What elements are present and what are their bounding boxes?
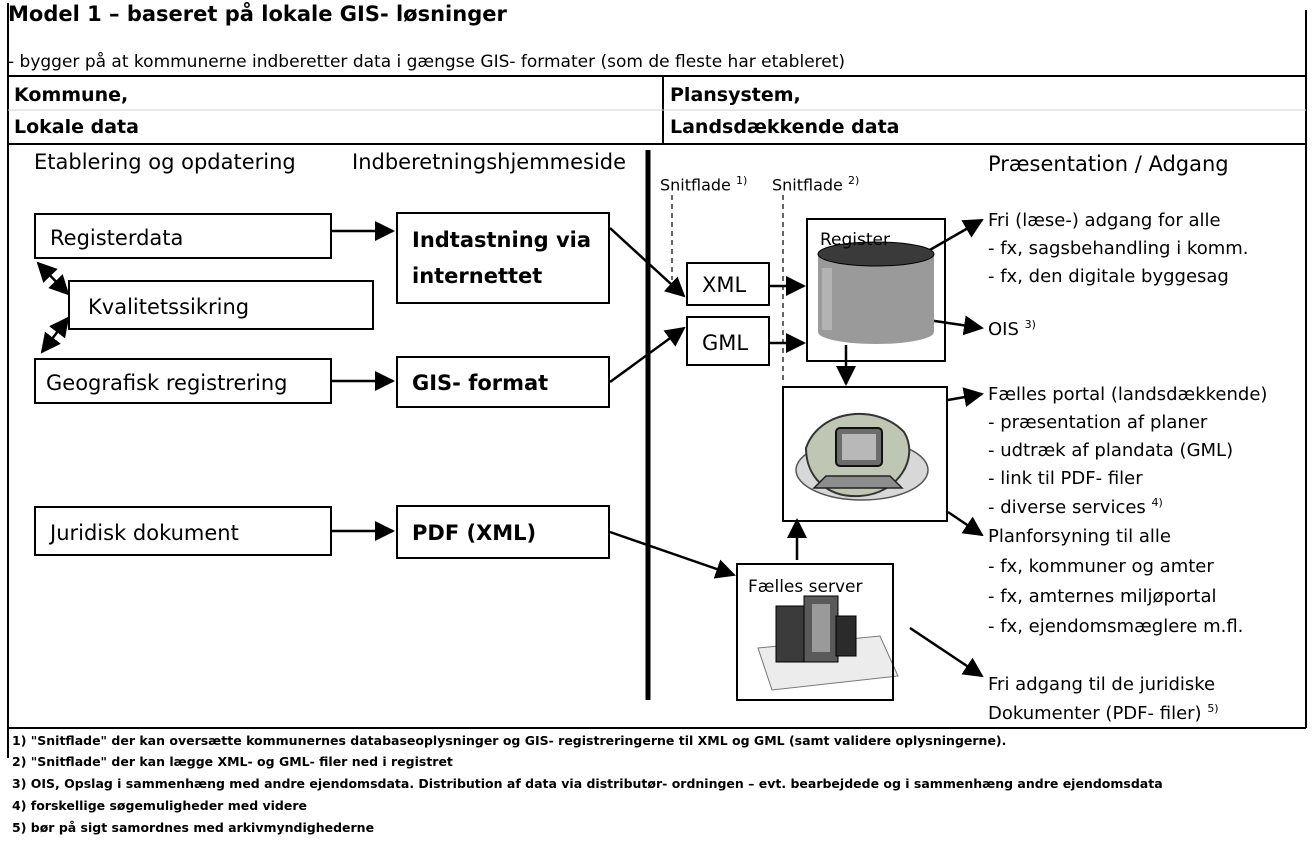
footnote-3: 3) OIS, Opslag i sammenhæng med andre ej… <box>12 776 1163 791</box>
section-etablering: Etablering og opdatering <box>34 150 296 174</box>
out-portal-line2: - præsentation af planer <box>988 412 1208 433</box>
box-geografisk: Geografisk registrering <box>34 358 332 404</box>
kvalitetssikring-label: Kvalitetssikring <box>88 295 250 319</box>
registerdata-label: Registerdata <box>50 226 184 250</box>
arrow-indtast-xml <box>609 227 686 298</box>
page-subtitle: - bygger på at kommunerne indberetter da… <box>8 52 846 72</box>
out-fri-line2: - fx, sagsbehandling i komm. <box>988 238 1249 259</box>
indtastning-line1: Indtastning via <box>412 228 592 252</box>
box-faelles-server: Fælles server <box>736 563 894 701</box>
header-landsdaekkende: Landsdækkende data <box>670 116 900 138</box>
snitflade2-label: Snitflade 2) <box>772 174 860 195</box>
box-juridisk: Juridisk dokument <box>34 506 332 556</box>
box-pdf-xml: PDF (XML) <box>396 505 610 559</box>
register-label: Register <box>820 230 890 250</box>
faelles-server-label: Fælles server <box>748 577 863 597</box>
computer-icon <box>795 412 929 501</box>
out-portal-line1: Fælles portal (landsdækkende) <box>988 384 1268 405</box>
geografisk-label: Geografisk registrering <box>46 371 288 395</box>
footnote-1: 1) "Snitflade" der kan oversætte kommune… <box>12 733 1007 748</box>
out-ois: OIS 3) <box>988 318 1036 340</box>
database-cylinder-icon <box>817 241 935 344</box>
gml-label: GML <box>702 331 749 355</box>
box-register: Register <box>806 218 946 362</box>
out-plan-line1: Planforsyning til alle <box>988 526 1171 547</box>
out-jur-line2: Dokumenter (PDF- filer) 5) <box>988 702 1219 724</box>
out-portal-line3: - udtræk af plandata (GML) <box>988 440 1234 461</box>
box-registerdata: Registerdata <box>34 213 332 259</box>
arrow-kval-geo <box>40 316 70 354</box>
out-jur-line1: Fri adgang til de juridiske <box>988 674 1216 695</box>
indtastning-line2: internettet <box>412 264 543 288</box>
out-portal-line5: - diverse services 4) <box>988 496 1163 518</box>
arrow-server-jur <box>909 626 984 678</box>
gis-format-label: GIS- format <box>412 371 549 395</box>
arrow-gis-gml <box>609 326 686 384</box>
footnote-2: 2) "Snitflade" der kan lægge XML- og GML… <box>12 754 453 769</box>
header-lokale-data: Lokale data <box>14 116 139 138</box>
pdf-xml-label: PDF (XML) <box>412 521 537 545</box>
footnote-5: 5) bør på sigt samordnes med arkivmyndig… <box>12 820 375 835</box>
box-gis-format: GIS- format <box>396 356 610 408</box>
section-praesentation: Præsentation / Adgang <box>988 152 1229 176</box>
server-icon <box>757 595 899 691</box>
out-portal-line4: - link til PDF- filer <box>988 468 1143 489</box>
box-gml: GML <box>686 316 770 366</box>
box-indtastning: Indtastning via internettet <box>396 212 610 304</box>
out-plan-line4: - fx, ejendomsmæglere m.fl. <box>988 616 1244 637</box>
arrow-portal-plan <box>947 510 984 537</box>
out-plan-line3: - fx, amternes miljøportal <box>988 586 1217 607</box>
out-plan-line2: - fx, kommuner og amter <box>988 556 1214 577</box>
xml-label: XML <box>702 273 747 297</box>
juridisk-label: Juridisk dokument <box>50 521 239 545</box>
box-portal <box>782 386 948 522</box>
section-indberetning: Indberetningshjemmeside <box>352 150 627 174</box>
arrow-reg-ois <box>927 315 984 336</box>
footnote-4: 4) forskellige søgemuligheder med videre <box>12 798 307 813</box>
box-kvalitetssikring: Kvalitetssikring <box>68 280 374 330</box>
outer-frame <box>7 3 1307 758</box>
out-fri-line3: - fx, den digitale byggesag <box>988 266 1229 287</box>
snitflade1-label: Snitflade 1) <box>660 174 748 195</box>
page-title: Model 1 – baseret på lokale GIS- løsning… <box>8 2 507 26</box>
arrow-portal-fri <box>947 387 984 407</box>
box-xml: XML <box>686 262 770 306</box>
arrow-reg-kval <box>36 261 70 296</box>
header-kommune: Kommune, <box>14 84 129 106</box>
out-fri-line1: Fri (læse-) adgang for alle <box>988 210 1221 231</box>
arrow-pdf-server <box>609 530 736 579</box>
arrow-reg-fri <box>927 218 984 253</box>
header-plansystem: Plansystem, <box>670 84 801 106</box>
